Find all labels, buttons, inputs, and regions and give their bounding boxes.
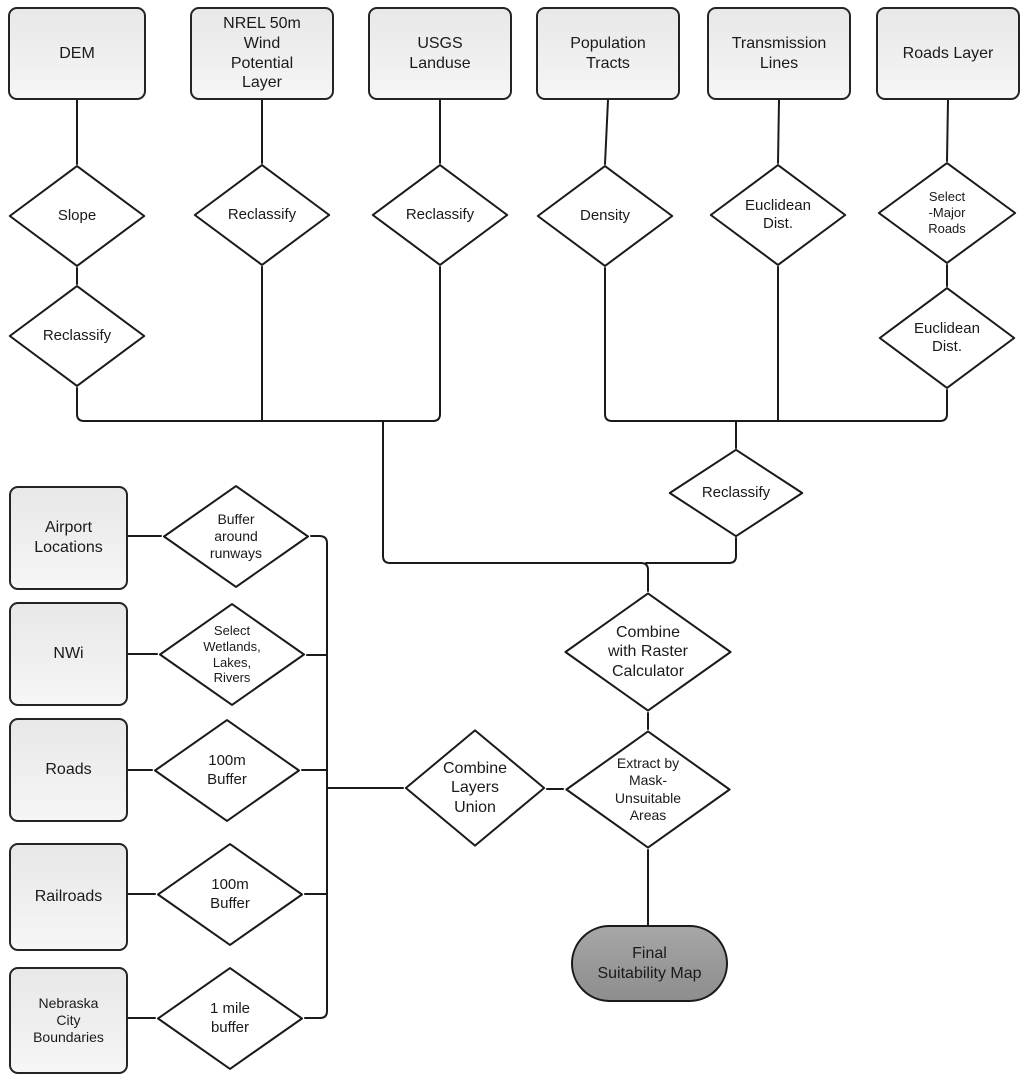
node-nrel-wind-label: NREL 50m Wind Potential Layer [223, 15, 301, 92]
node-nwi: NWi [9, 602, 128, 706]
diamond-shape [708, 163, 848, 267]
diamond-shape [155, 966, 305, 1071]
node-buffer-runways: Buffer around runways [161, 484, 311, 589]
node-reclassify-combined: Reclassify [667, 448, 805, 538]
node-buffer-100m-railroads-label: 100m Buffer [210, 876, 250, 912]
node-reclassify-nrel: Reclassify [192, 163, 332, 267]
node-buffer-runways-label: Buffer around runways [209, 510, 263, 562]
node-slope: Slope [7, 164, 147, 268]
node-nebraska-city: Nebraska City Boundaries [9, 967, 128, 1074]
node-nwi-label: NWi [53, 645, 84, 663]
diamond-shape [7, 164, 147, 268]
node-transmission-lines-label: Transmission Lines [731, 34, 827, 72]
diamond-shape [192, 163, 332, 267]
node-population-tracts-label: Population Tracts [570, 34, 646, 72]
connector-roadslayer-selectmajor [946, 99, 949, 162]
node-dem: DEM [8, 7, 146, 100]
diamond-shape [535, 164, 675, 268]
node-combine-raster: Combine with Raster Calculator [562, 591, 734, 713]
node-final-suitability-map-label: Final Suitability Map [597, 944, 702, 982]
node-airport-locations: Airport Locations [9, 486, 128, 590]
node-railroads: Railroads [9, 843, 128, 951]
diamond-shape [7, 284, 147, 388]
node-roads-layer: Roads Layer [876, 7, 1020, 100]
node-euclidean-roads: Euclidean Dist. [877, 286, 1017, 390]
node-euclidean-roads-label: Euclidean Dist. [914, 319, 980, 355]
diamond-shape [152, 718, 302, 823]
node-density: Density [535, 164, 675, 268]
node-density-label: Density [579, 206, 631, 224]
diamond-shape [876, 161, 1018, 265]
connector-right-bus [604, 267, 948, 422]
connector-transmission-euclidean [777, 99, 780, 164]
node-select-major-roads-label: Select -Major Roads [928, 189, 966, 236]
node-roads-layer-label: Roads Layer [902, 44, 994, 62]
node-usgs-landuse-label: USGS Landuse [409, 34, 471, 72]
node-select-major-roads: Select -Major Roads [876, 161, 1018, 265]
node-transmission-lines: Transmission Lines [707, 7, 851, 100]
node-combine-union-label: Combine Layers Union [442, 759, 508, 816]
node-reclassify-slope-label: Reclassify [42, 326, 112, 344]
node-buffer-100m-railroads: 100m Buffer [155, 842, 305, 947]
node-buffer-100m-roads-label: 100m Buffer [207, 752, 247, 788]
node-reclassify-usgs-label: Reclassify [405, 205, 475, 223]
diamond-shape [563, 729, 733, 850]
node-select-wetlands-label: Select Wetlands, Lakes, Rivers [203, 622, 261, 686]
node-final-suitability-map: Final Suitability Map [571, 925, 728, 1002]
node-buffer-1mile-label: 1 mile buffer [209, 1000, 250, 1036]
diamond-shape [155, 842, 305, 947]
node-population-tracts: Population Tracts [536, 7, 680, 100]
node-roads-label: Roads [45, 761, 92, 779]
node-combine-raster-label: Combine with Raster Calculator [607, 623, 689, 680]
diamond-shape [667, 448, 805, 538]
node-combine-union: Combine Layers Union [403, 728, 547, 848]
node-buffer-1mile: 1 mile buffer [155, 966, 305, 1071]
node-nebraska-city-label: Nebraska City Boundaries [33, 994, 104, 1046]
node-roads: Roads [9, 718, 128, 822]
node-buffer-100m-roads: 100m Buffer [152, 718, 302, 823]
node-reclassify-usgs: Reclassify [370, 163, 510, 267]
node-select-wetlands: Select Wetlands, Lakes, Rivers [157, 602, 307, 707]
diamond-shape [157, 602, 307, 707]
node-railroads-label: Railroads [34, 888, 103, 906]
node-dem-label: DEM [59, 44, 95, 62]
diamond-shape [877, 286, 1017, 390]
node-extract-mask-label: Extract by Mask- Unsuitable Areas [614, 755, 682, 823]
diamond-shape [562, 591, 734, 713]
connector-left-drop-merge [382, 420, 649, 592]
diamond-shape [161, 484, 311, 589]
node-euclidean-transmission: Euclidean Dist. [708, 163, 848, 267]
connector-population-density [604, 99, 609, 165]
diamond-shape [370, 163, 510, 267]
node-reclassify-nrel-label: Reclassify [227, 205, 297, 223]
node-slope-label: Slope [57, 206, 97, 224]
node-airport-locations-label: Airport Locations [34, 519, 103, 556]
node-usgs-landuse: USGS Landuse [368, 7, 512, 100]
node-nrel-wind: NREL 50m Wind Potential Layer [190, 7, 334, 100]
connector-left-bus [76, 266, 441, 422]
node-reclassify-combined-label: Reclassify [701, 483, 771, 501]
connector-reclassifycombined-merge [645, 537, 737, 564]
diamond-shape [403, 728, 547, 848]
node-euclidean-transmission-label: Euclidean Dist. [745, 196, 811, 232]
node-reclassify-slope: Reclassify [7, 284, 147, 388]
connector-leftbottom-bus [304, 535, 328, 1019]
node-extract-mask: Extract by Mask- Unsuitable Areas [563, 729, 733, 850]
